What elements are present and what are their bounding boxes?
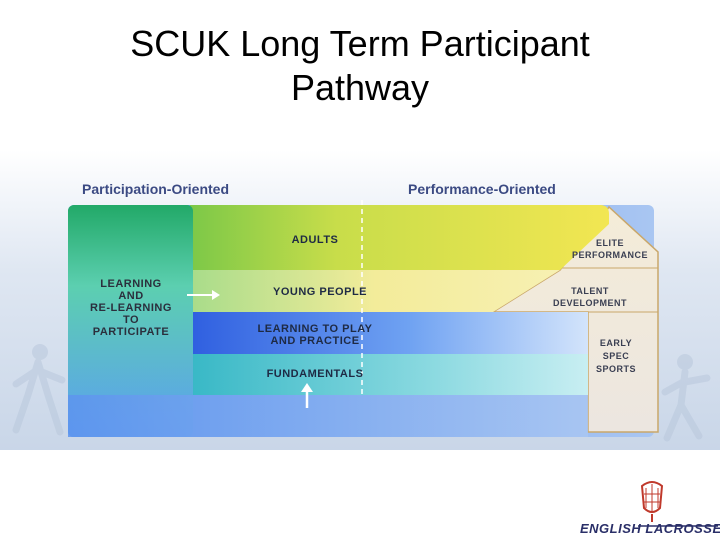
slide-title: SCUK Long Term Participant Pathway xyxy=(0,22,720,110)
row-young-people xyxy=(190,270,560,312)
athlete-silhouette-icon xyxy=(12,344,66,436)
label-early-spec-sports: EARLY SPEC SPORTS xyxy=(595,338,636,374)
label-young-people: YOUNG PEOPLE xyxy=(272,286,368,298)
left-column-label: LEARNING AND RE-LEARNING TO PARTICIPATE xyxy=(90,278,172,338)
label-elite-performance: ELITE PERFORMANCE xyxy=(571,238,648,260)
lacrosse-logo-icon xyxy=(638,481,718,527)
label-adults: ADULTS xyxy=(291,234,339,246)
arrow-up-icon xyxy=(301,383,313,408)
row-fundamentals xyxy=(190,354,588,395)
label-fundamentals: FUNDAMENTALS xyxy=(266,368,364,380)
header-participation: Participation-Oriented xyxy=(82,181,230,197)
logo-text: ENGLISH LACROSSE xyxy=(580,521,720,536)
label-talent-development: TALENT DEVELOPMENT xyxy=(552,286,627,308)
label-learning-to-play: LEARNING TO PLAY AND PRACTICE xyxy=(257,323,373,347)
row-learning-to-play xyxy=(190,312,588,354)
title-line-1: SCUK Long Term Participant xyxy=(130,23,590,64)
arrow-right-icon xyxy=(187,290,220,300)
athlete-silhouette-icon xyxy=(661,354,711,442)
row-adults xyxy=(190,205,609,270)
header-performance: Performance-Oriented xyxy=(408,181,556,197)
left-column xyxy=(68,205,193,437)
title-line-2: Pathway xyxy=(290,67,430,108)
